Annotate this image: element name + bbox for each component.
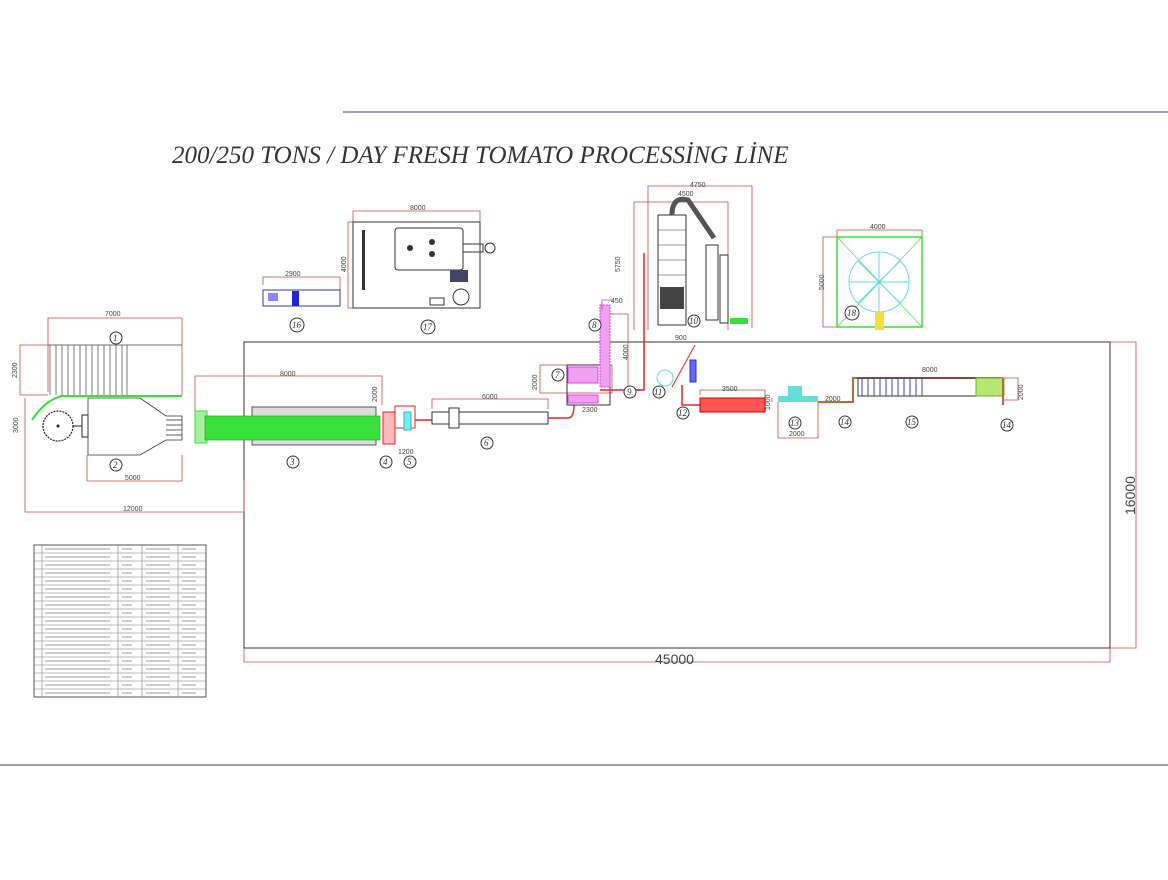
dim-12000: 12000 xyxy=(123,506,143,513)
callout-13: 13 xyxy=(788,416,802,430)
svg-text:18: 18 xyxy=(847,308,857,318)
item-15-cooling-tunnel xyxy=(818,377,1019,405)
dim-7000: 7000 xyxy=(105,311,121,318)
dim-5750: 5750 xyxy=(615,256,622,272)
overall-width-dim: 16000 xyxy=(1122,476,1138,515)
dim-8000-tunnel: 8000 xyxy=(922,367,938,374)
dim-2300-extractor: 2300 xyxy=(582,407,598,414)
svg-text:12: 12 xyxy=(678,408,688,418)
item-6-preheater xyxy=(415,398,575,429)
item-16-water-treatment xyxy=(262,276,341,307)
svg-text:6: 6 xyxy=(484,438,489,448)
item-13-filling-unit xyxy=(771,386,819,439)
dim-2000-extractor: 2000 xyxy=(532,374,539,390)
svg-text:3: 3 xyxy=(289,457,295,467)
item-10-evaporator xyxy=(632,185,753,391)
dim-3000: 3000 xyxy=(13,417,20,433)
dim-5000-tower: 5000 xyxy=(819,274,826,290)
dim-3500: 3500 xyxy=(722,386,738,393)
item-11-12-sterilizer xyxy=(656,344,766,413)
callout-3: 3 xyxy=(286,455,300,469)
dim-8000-boiler: 8000 xyxy=(410,205,426,212)
callout-4: 4 xyxy=(379,455,393,469)
dim-1000: 1000 xyxy=(765,394,772,410)
callout-markers: 1 2 3 4 5 6 7 8 9 10 11 12 13 14 15 16 1… xyxy=(109,305,1014,472)
item-8-screw-pump xyxy=(599,299,629,392)
dim-4000-pump: 4000 xyxy=(623,344,630,360)
svg-text:8: 8 xyxy=(592,320,597,330)
svg-text:4: 4 xyxy=(383,457,388,467)
drawing-title: 200/250 TONS / DAY FRESH TOMATO PROCESSİ… xyxy=(172,142,789,169)
dim-2000-filler: 2000 xyxy=(789,431,805,438)
callout-18: 18 xyxy=(844,305,860,321)
svg-text:2: 2 xyxy=(113,460,118,470)
callout-14b: 14 xyxy=(1000,418,1014,432)
overall-dimension-lines xyxy=(243,341,1137,663)
callout-11: 11 xyxy=(652,385,666,399)
svg-text:10: 10 xyxy=(689,316,699,326)
dim-2000-end: 2000 xyxy=(1018,384,1025,400)
svg-text:15: 15 xyxy=(907,417,917,427)
dim-4000-boiler: 4000 xyxy=(341,256,348,272)
svg-text:14: 14 xyxy=(840,417,850,427)
svg-text:14: 14 xyxy=(1002,420,1012,430)
svg-text:9: 9 xyxy=(627,387,632,397)
svg-text:5: 5 xyxy=(407,457,412,467)
callout-15: 15 xyxy=(905,415,919,429)
callout-9: 9 xyxy=(623,385,637,399)
callout-10: 10 xyxy=(687,314,701,328)
dim-900: 900 xyxy=(675,335,687,342)
callout-1: 1 xyxy=(109,331,123,345)
svg-text:7: 7 xyxy=(555,370,560,380)
dim-2900: 2900 xyxy=(285,271,301,278)
dim-1200: 1200 xyxy=(398,449,414,456)
item-18-cooling-tower xyxy=(822,229,923,330)
dim-450: 450 xyxy=(611,298,623,305)
dim-4750: 4750 xyxy=(690,182,706,189)
dim-2000-washer: 2000 xyxy=(372,386,379,402)
svg-text:17: 17 xyxy=(423,322,433,332)
equipment-list-table xyxy=(33,544,207,698)
callout-17: 17 xyxy=(420,319,436,335)
dim-2300: 2300 xyxy=(12,362,19,378)
svg-text:13: 13 xyxy=(790,418,800,428)
callout-14: 14 xyxy=(838,415,852,429)
item-1-receiving-pool xyxy=(19,317,183,397)
dim-4500: 4500 xyxy=(678,191,694,198)
callout-16: 16 xyxy=(289,317,305,333)
callout-12: 12 xyxy=(676,406,690,420)
item-7-extractor xyxy=(539,364,640,406)
callout-7: 7 xyxy=(551,368,565,382)
callout-2: 2 xyxy=(109,458,123,472)
svg-text:11: 11 xyxy=(654,387,662,397)
dim-8000-washer: 8000 xyxy=(280,371,296,378)
item-17-boiler xyxy=(347,210,496,309)
dim-2000-transfer: 2000 xyxy=(825,396,841,403)
dim-4000-tower: 4000 xyxy=(870,224,886,231)
dim-6000: 6000 xyxy=(482,394,498,401)
item-2-hopper-elevator xyxy=(24,395,245,513)
overall-length-dim: 45000 xyxy=(655,651,694,667)
dim-5000: 5000 xyxy=(125,475,141,482)
svg-text:16: 16 xyxy=(292,320,302,330)
item-3-washing-conveyor xyxy=(194,375,383,446)
item-4-5-sorting-units xyxy=(382,405,416,445)
callout-6: 6 xyxy=(480,436,494,450)
callout-5: 5 xyxy=(403,455,417,469)
svg-text:1: 1 xyxy=(113,333,118,343)
callout-8: 8 xyxy=(588,318,602,332)
